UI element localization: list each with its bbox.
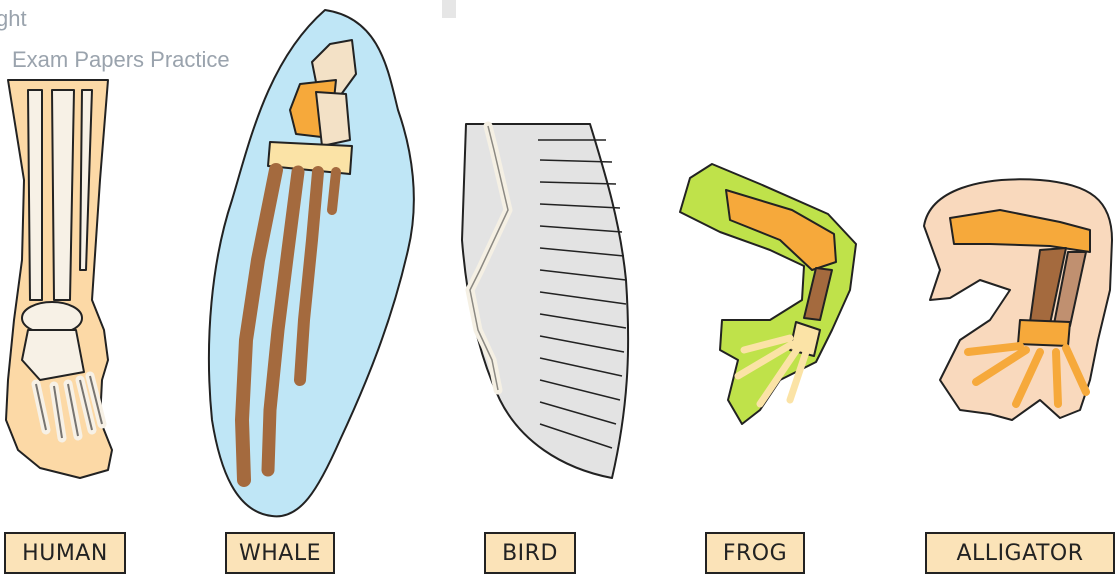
- label-frog: FROG: [705, 532, 805, 574]
- whale-limb-illustration: [209, 10, 414, 516]
- bird-limb-illustration: [462, 124, 628, 478]
- label-bird: BIRD: [484, 532, 576, 574]
- label-human: HUMAN: [4, 532, 126, 574]
- label-alligator: ALLIGATOR: [925, 532, 1115, 574]
- alligator-limb-illustration: [924, 179, 1112, 420]
- frog-limb-illustration: [680, 164, 856, 424]
- background-mark: [442, 0, 456, 18]
- human-limb-illustration: [6, 80, 112, 478]
- label-whale: WHALE: [225, 532, 335, 574]
